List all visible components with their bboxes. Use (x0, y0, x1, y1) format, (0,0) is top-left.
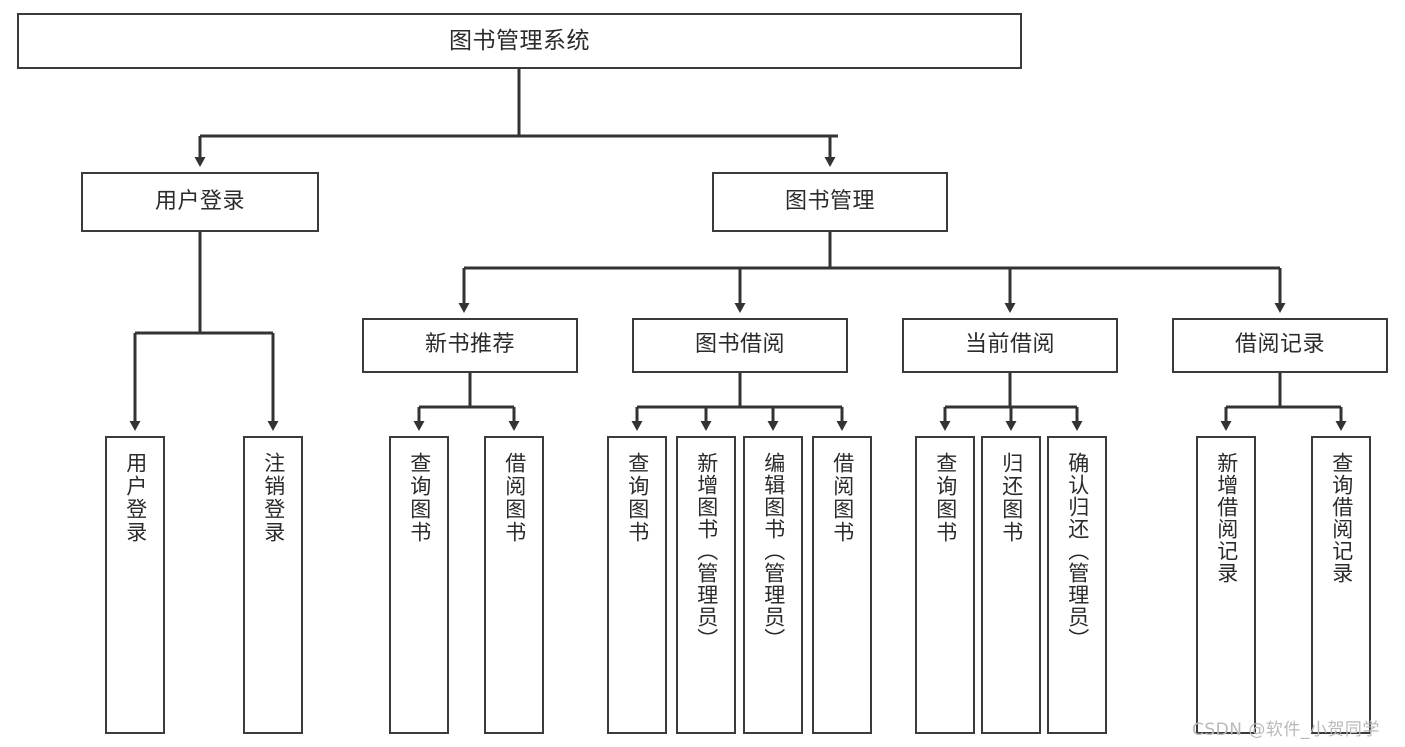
leaf-confirm-return-admin-label: 确认归还（管理员） (1065, 452, 1090, 650)
leaf-query-book-recommend[interactable]: 查询图书 (389, 436, 449, 734)
leaf-logout[interactable]: 注销登录 (243, 436, 303, 734)
node-book-borrow-label: 图书借阅 (694, 332, 785, 358)
node-current-borrow[interactable]: 当前借阅 (902, 318, 1118, 373)
leaf-query-borrow-record-label: 查询借阅记录 (1329, 452, 1354, 584)
leaf-add-borrow-record[interactable]: 新增借阅记录 (1196, 436, 1256, 734)
leaf-borrow-book-label: 借阅图书 (830, 452, 855, 544)
leaf-return-book[interactable]: 归还图书 (981, 436, 1041, 734)
node-new-book-recommend[interactable]: 新书推荐 (362, 318, 578, 373)
node-current-borrow-label: 当前借阅 (964, 332, 1055, 358)
leaf-add-book-admin-label: 新增图书（管理员） (694, 452, 719, 650)
leaf-query-borrow-record[interactable]: 查询借阅记录 (1311, 436, 1371, 734)
leaf-query-book-current-label: 查询图书 (933, 452, 958, 544)
leaf-return-book-label: 归还图书 (999, 452, 1024, 544)
leaf-query-book-borrow[interactable]: 查询图书 (607, 436, 667, 734)
leaf-query-book-borrow-label: 查询图书 (625, 452, 650, 544)
leaf-add-borrow-record-label: 新增借阅记录 (1214, 452, 1239, 584)
leaf-edit-book-admin-label: 编辑图书（管理员） (761, 452, 786, 650)
leaf-user-login[interactable]: 用户登录 (105, 436, 165, 734)
leaf-user-login-label: 用户登录 (123, 452, 148, 544)
node-user-login[interactable]: 用户登录 (81, 172, 319, 232)
node-root-label: 图书管理系统 (449, 27, 590, 54)
leaf-borrow-book-recommend[interactable]: 借阅图书 (484, 436, 544, 734)
leaf-query-book-current[interactable]: 查询图书 (915, 436, 975, 734)
node-book-management[interactable]: 图书管理 (712, 172, 948, 232)
leaf-add-book-admin[interactable]: 新增图书（管理员） (676, 436, 736, 734)
node-root[interactable]: 图书管理系统 (17, 13, 1022, 69)
node-borrow-record[interactable]: 借阅记录 (1172, 318, 1388, 373)
node-book-management-label: 图书管理 (784, 188, 875, 214)
node-book-borrow[interactable]: 图书借阅 (632, 318, 848, 373)
node-borrow-record-label: 借阅记录 (1234, 332, 1325, 358)
leaf-logout-label: 注销登录 (261, 452, 286, 544)
watermark: CSDN @软件_小贺同学 (1192, 720, 1380, 740)
node-user-login-label: 用户登录 (154, 188, 245, 214)
leaf-query-book-recommend-label: 查询图书 (407, 452, 432, 544)
leaf-borrow-book[interactable]: 借阅图书 (812, 436, 872, 734)
node-new-book-recommend-label: 新书推荐 (424, 332, 515, 358)
leaf-edit-book-admin[interactable]: 编辑图书（管理员） (743, 436, 803, 734)
leaf-confirm-return-admin[interactable]: 确认归还（管理员） (1047, 436, 1107, 734)
leaf-borrow-book-recommend-label: 借阅图书 (502, 452, 527, 544)
